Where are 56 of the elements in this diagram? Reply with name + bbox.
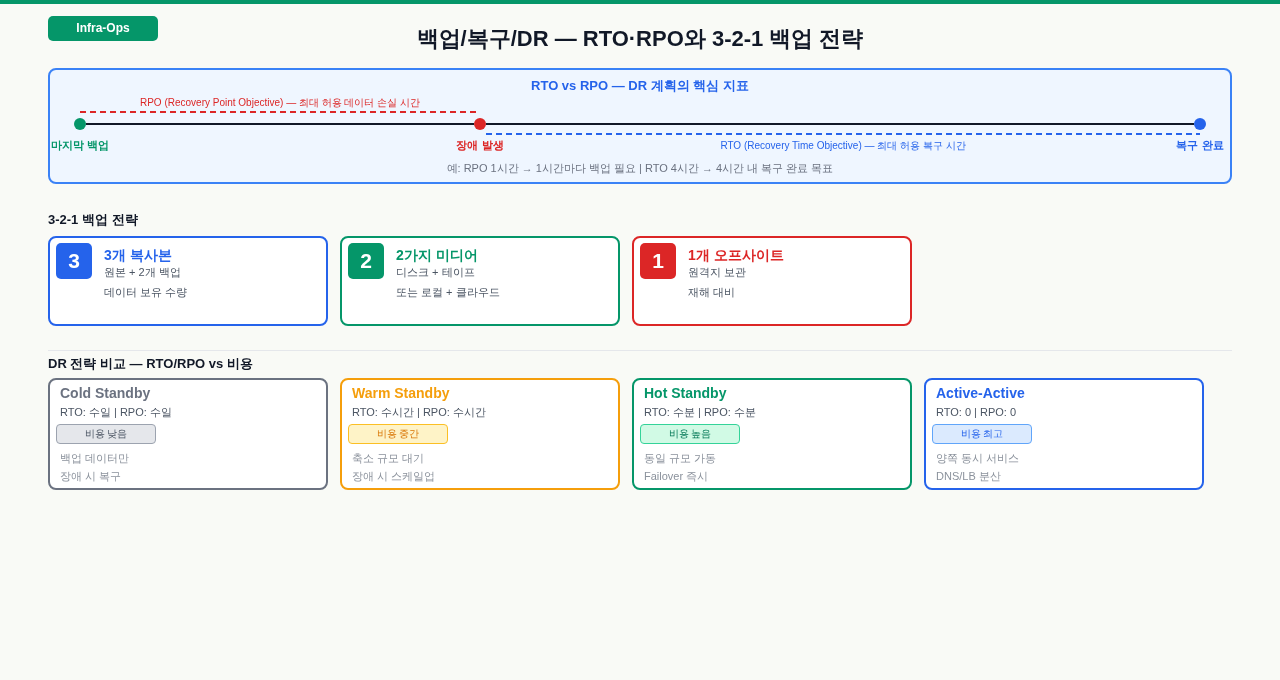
cost-badge: 비용 최고 bbox=[932, 424, 1032, 444]
card-text: 장애 시 복구 bbox=[60, 469, 122, 483]
panel-heading: RTO vs RPO — DR 계획의 핵심 지표 bbox=[531, 77, 749, 94]
card-text: 재해 대비 bbox=[688, 285, 736, 299]
milestone-dot bbox=[74, 118, 86, 130]
milestone-label: 장애 발생 bbox=[456, 138, 504, 152]
strategy-card bbox=[48, 236, 328, 326]
card-text: 또는 로컬 + 클라우드 bbox=[396, 285, 500, 299]
strategy-card bbox=[924, 378, 1204, 490]
card-title: Active-Active bbox=[936, 384, 1025, 402]
card-title: Cold Standby bbox=[60, 384, 151, 402]
number-tile: 3 bbox=[56, 243, 92, 279]
card-text: 백업 데이터만 bbox=[60, 451, 130, 465]
timeline-line bbox=[85, 123, 475, 125]
cost-badge: 비용 낮음 bbox=[56, 424, 156, 444]
strategy-card bbox=[48, 378, 328, 490]
page-title: 백업/복구/DR — RTO·RPO와 3-2-1 백업 전략 bbox=[416, 25, 864, 53]
dimension-label: RTO (Recovery Time Objective) — 최대 허용 복구 시간 bbox=[720, 139, 966, 152]
cost-badge: 비용 중간 bbox=[348, 424, 448, 444]
card-title: 3개 복사본 bbox=[104, 246, 172, 264]
card-text: 원격지 보관 bbox=[688, 265, 747, 279]
section-heading: DR 전략 비교 — RTO/RPO vs 비용 bbox=[48, 355, 253, 372]
strategy-card bbox=[632, 378, 912, 490]
example-note: 예: RPO 1시간 → 1시간마다 백업 필요 | RTO 4시간 → 4시간 내 복구 완료 목표 bbox=[446, 161, 834, 175]
card-text: 양쪽 동시 서비스 bbox=[936, 451, 1020, 465]
card-text: 동일 규모 가동 bbox=[644, 451, 717, 465]
dimension-label: RPO (Recovery Point Objective) — 최대 허용 데이터 손실 시간 bbox=[139, 96, 421, 109]
timeline-panel bbox=[48, 68, 1232, 184]
rto-rpo-text: RTO: 수일 | RPO: 수일 bbox=[60, 405, 172, 419]
tag-badge: Infra-Ops bbox=[48, 16, 158, 41]
card-text: 디스크 + 테이프 bbox=[396, 265, 475, 279]
card-text: 축소 규모 대기 bbox=[352, 451, 425, 465]
milestone-dot bbox=[1194, 118, 1206, 130]
strategy-card bbox=[340, 378, 620, 490]
card-title: 1개 오프사이트 bbox=[688, 246, 784, 264]
card-text: 장애 시 스케일업 bbox=[352, 469, 436, 483]
milestone-dot bbox=[474, 118, 486, 130]
milestone-label: 마지막 백업 bbox=[50, 138, 110, 152]
timeline-line bbox=[485, 123, 1195, 125]
rto-rpo-text: RTO: 수분 | RPO: 수분 bbox=[644, 405, 756, 419]
section-heading: 3-2-1 백업 전략 bbox=[48, 211, 138, 228]
strategy-card bbox=[340, 236, 620, 326]
rto-rpo-text: RTO: 0 | RPO: 0 bbox=[936, 405, 1017, 419]
card-title: 2가지 미디어 bbox=[396, 246, 478, 264]
card-title: Warm Standby bbox=[352, 384, 450, 402]
milestone-label: 복구 완료 bbox=[1176, 138, 1224, 152]
card-title: Hot Standby bbox=[644, 384, 727, 402]
card-text: Failover 즉시 bbox=[644, 469, 709, 483]
number-tile: 2 bbox=[348, 243, 384, 279]
number-tile: 1 bbox=[640, 243, 676, 279]
card-text: 데이터 보유 수량 bbox=[104, 285, 188, 299]
strategy-card bbox=[632, 236, 912, 326]
card-text: DNS/LB 분산 bbox=[936, 469, 1001, 483]
rto-rpo-text: RTO: 수시간 | RPO: 수시간 bbox=[352, 405, 486, 419]
cost-badge: 비용 높음 bbox=[640, 424, 740, 444]
card-text: 원본 + 2개 백업 bbox=[104, 265, 181, 279]
